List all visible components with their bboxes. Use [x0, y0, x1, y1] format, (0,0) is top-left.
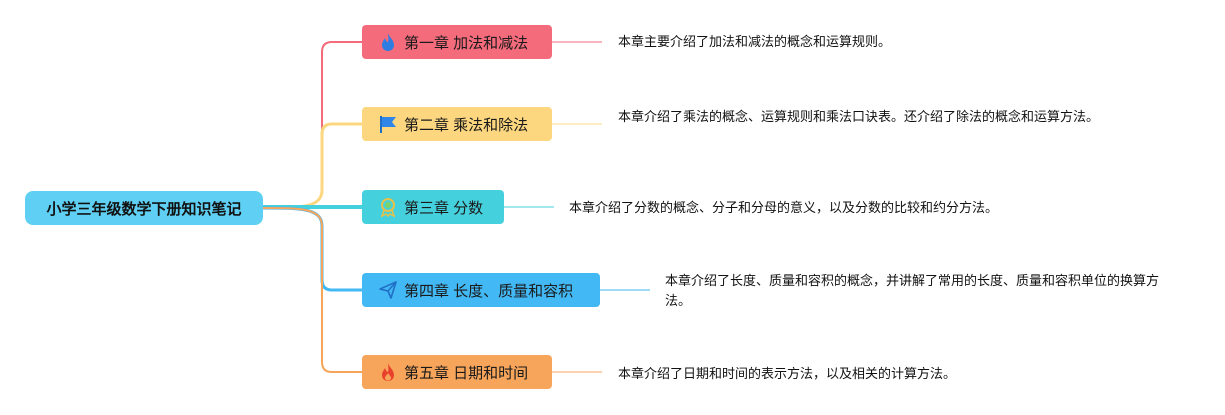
chapter-node-1[interactable]: 第一章 加法和减法 [362, 25, 552, 59]
chapter-node-3[interactable]: 第三章 分数 [362, 190, 504, 224]
chapter-desc-4: 本章介绍了长度、质量和容积的概念，并讲解了常用的长度、质量和容积单位的换算方法。 [665, 273, 1160, 308]
chapter-desc-3: 本章介绍了分数的概念、分子和分母的意义，以及分数的比较和约分方法。 [569, 200, 999, 215]
chapter-label-3: 第三章 分数 [404, 199, 484, 217]
chapter-label-2: 第二章 乘法和除法 [404, 116, 529, 134]
chapter-node-4[interactable]: 第四章 长度、质量和容积 [362, 273, 600, 307]
root-node[interactable]: 小学三年级数学下册知识笔记 [25, 191, 263, 225]
chapter-desc-5: 本章介绍了日期和时间的表示方法，以及相关的计算方法。 [618, 366, 957, 381]
chapter-desc-2: 本章介绍了乘法的概念、运算规则和乘法口诀表。还介绍了除法的概念和运算方法。 [618, 109, 1100, 124]
connector-2 [262, 122, 362, 210]
chapter-node-2[interactable]: 第二章 乘法和除法 [362, 107, 552, 141]
chapter-label-1: 第一章 加法和减法 [404, 34, 529, 52]
connector-5 [262, 207, 362, 373]
connector-4 [262, 206, 362, 292]
root-label: 小学三年级数学下册知识笔记 [46, 200, 242, 218]
flame-icon [378, 32, 398, 52]
fire-icon [378, 362, 398, 382]
chapter-label-4: 第四章 长度、质量和容积 [404, 282, 574, 300]
paper-plane-icon [378, 280, 398, 300]
chapter-node-5[interactable]: 第五章 日期和时间 [362, 355, 552, 389]
award-icon [378, 197, 398, 217]
flag-icon [378, 114, 398, 134]
chapter-label-5: 第五章 日期和时间 [404, 364, 529, 382]
chapter-desc-1: 本章主要介绍了加法和减法的概念和运算规则。 [618, 34, 892, 49]
